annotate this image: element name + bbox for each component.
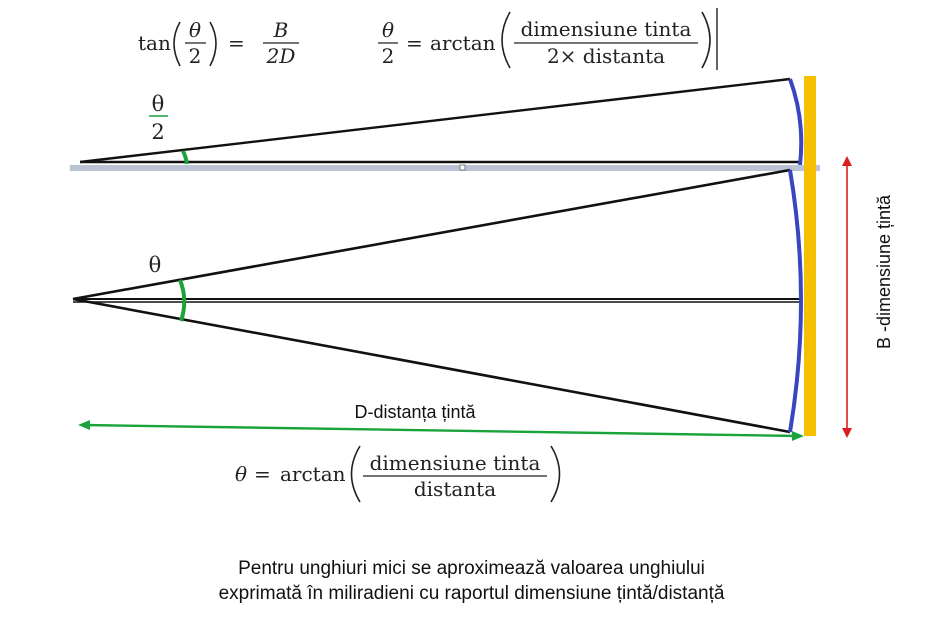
caption: Pentru unghiuri mici se aproximează valo…: [0, 556, 943, 606]
lower-lower-ray: [72, 297, 791, 434]
formula3-den: distanta: [414, 477, 496, 501]
formula-tan-rhs-num: B: [273, 18, 289, 42]
green-arrow-shaft: [83, 423, 799, 438]
distance-label: D-distanța țintă: [354, 402, 476, 422]
paren-left: [350, 445, 361, 503]
target-size-label: B -dimensiune țintă: [874, 194, 894, 349]
formula2-fn: arctan: [430, 31, 496, 55]
target-bar: [804, 76, 816, 436]
upper-ray: [79, 77, 791, 164]
paren-right: [209, 21, 217, 67]
half-angle-arc: [181, 150, 189, 165]
formula-tan-num: θ: [189, 18, 201, 42]
full-angle-arc: [178, 279, 187, 322]
half-angle-label: θ 2: [149, 92, 168, 144]
half-angle-label-num: θ: [152, 92, 165, 116]
caption-line-2: exprimată în miliradieni cu raportul dim…: [218, 583, 725, 604]
target-size-arrow: [842, 156, 852, 438]
formula3-fn: arctan: [280, 462, 346, 486]
green-arrow-head-right: [792, 431, 804, 441]
paren-right: [550, 445, 561, 503]
selection-handle: [459, 164, 466, 171]
half-angle-label-den: 2: [151, 120, 164, 144]
distance-arrow: [78, 420, 804, 441]
formula3-eq: =: [254, 462, 271, 486]
caption-line-1: Pentru unghiuri mici se aproximează valo…: [238, 558, 705, 579]
formula2-lhs-num: θ: [382, 18, 394, 42]
half-angle-triangle: θ 2: [79, 77, 804, 166]
formula2-den: 2× distanta: [547, 44, 665, 68]
formula2-num: dimensiune tinta: [521, 17, 692, 41]
formula-tan-eq: =: [228, 31, 245, 55]
formula-full-angle-arctan: θ = arctan dimensiune tinta distanta: [235, 445, 561, 503]
lower-upper-ray: [72, 168, 791, 301]
formula-tan-fn: tan: [138, 31, 171, 55]
formula2-lhs-den: 2: [382, 44, 395, 68]
formula3-lhs: θ: [235, 462, 247, 486]
separator-bar: [70, 165, 820, 171]
full-angle-label: θ: [149, 253, 162, 277]
paren-left: [173, 21, 181, 67]
green-arrow-head-left: [78, 420, 90, 430]
paren-left: [501, 11, 511, 69]
full-angle-triangle: θ: [72, 168, 803, 434]
red-arrow-head-up: [842, 156, 852, 166]
lower-target-arc: [788, 169, 803, 433]
formula-tan-half-angle: tan θ 2 = B 2D: [138, 18, 299, 68]
formula-tan-rhs-den: 2D: [266, 44, 296, 68]
upper-target-arc: [788, 78, 804, 166]
formula-tan-den: 2: [189, 44, 202, 68]
formula3-num: dimensiune tinta: [370, 451, 541, 475]
paren-right: [701, 11, 711, 69]
formula-half-angle-arctan: θ 2 = arctan dimensiune tinta 2× distant…: [378, 8, 718, 70]
formula2-eq: =: [406, 31, 423, 55]
red-arrow-head-down: [842, 428, 852, 438]
